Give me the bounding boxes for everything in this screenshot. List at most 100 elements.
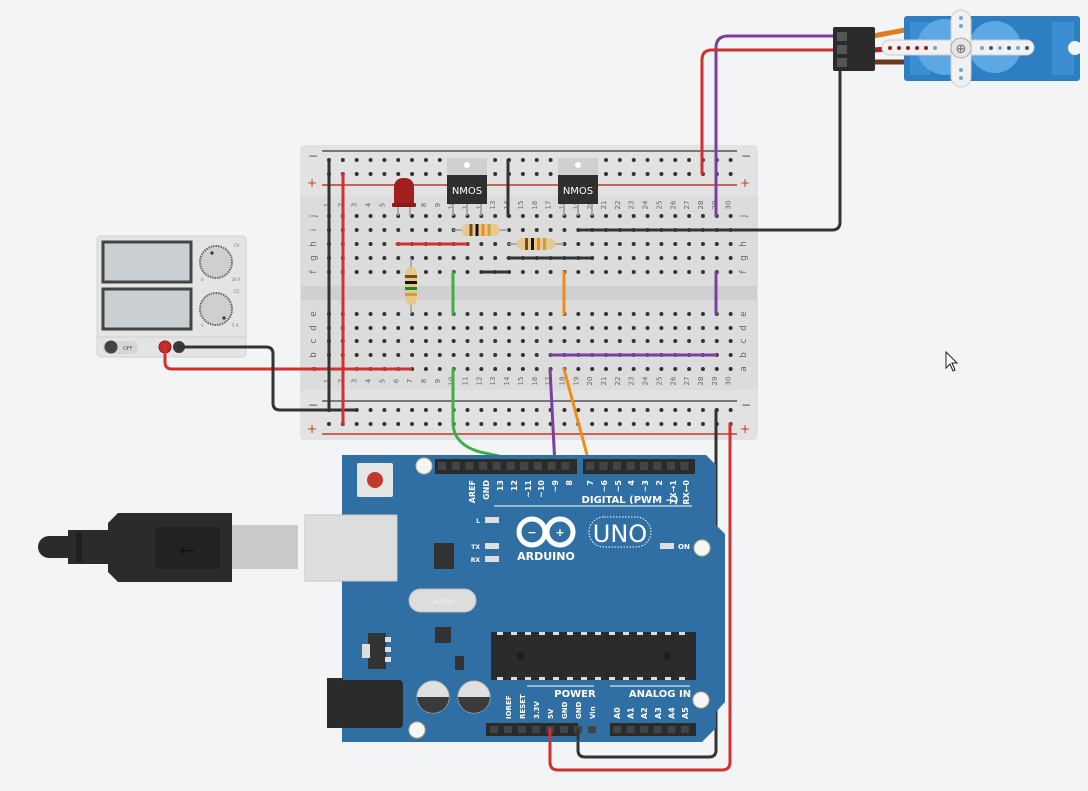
breadboard-hole[interactable] [465,270,470,274]
rail-hole[interactable] [368,172,373,176]
breadboard-hole[interactable] [534,367,539,371]
rail-hole[interactable] [645,408,650,412]
breadboard-hole[interactable] [507,326,512,330]
header-pin[interactable] [680,462,689,470]
rail-hole[interactable] [479,422,484,426]
rail-hole[interactable] [437,422,442,426]
breadboard-hole[interactable] [534,326,539,330]
breadboard-hole[interactable] [728,214,733,218]
rail-hole[interactable] [354,422,359,426]
rail-hole[interactable] [507,408,512,412]
rail-hole[interactable] [576,408,581,412]
header-pin[interactable] [681,726,689,733]
breadboard-hole[interactable] [687,256,692,260]
wire-arduino-gnd[interactable] [576,408,718,759]
breadboard-hole[interactable] [631,339,636,343]
rail-hole[interactable] [423,158,428,162]
breadboard-hole[interactable] [714,242,719,246]
breadboard-hole[interactable] [396,312,401,316]
rail-hole[interactable] [604,408,608,412]
header-pin[interactable] [465,462,474,470]
breadboard-hole[interactable] [645,312,650,316]
breadboard-hole[interactable] [548,228,553,232]
header-pin[interactable] [490,726,498,733]
breadboard-hole[interactable] [520,353,525,357]
breadboard-hole[interactable] [590,242,595,246]
current-knob[interactable] [199,292,233,326]
rail-hole[interactable] [382,408,387,412]
rail-hole[interactable] [437,408,442,412]
breadboard-hole[interactable] [617,326,622,330]
rail-hole[interactable] [673,422,678,426]
breadboard-hole[interactable] [451,256,456,260]
breadboard-hole[interactable] [700,339,705,343]
breadboard-hole[interactable] [659,312,664,316]
rail-hole[interactable] [534,408,539,412]
breadboard-hole[interactable] [368,270,373,274]
breadboard-hole[interactable] [645,242,650,246]
breadboard-hole[interactable] [354,228,359,232]
breadboard-hole[interactable] [410,214,415,218]
breadboard-hole[interactable] [493,312,498,316]
rail-hole[interactable] [437,158,442,162]
breadboard-hole[interactable] [465,353,470,357]
rail-hole[interactable] [520,408,525,412]
rail-hole[interactable] [479,408,484,412]
header-pin[interactable] [520,462,529,470]
header-pin[interactable] [532,726,540,733]
rail-hole[interactable] [423,408,428,412]
breadboard-hole[interactable] [410,339,415,343]
breadboard-hole[interactable] [437,214,442,218]
breadboard-hole[interactable] [687,242,692,246]
breadboard-hole[interactable] [617,256,622,260]
breadboard-hole[interactable] [465,367,470,371]
breadboard-hole[interactable] [604,214,608,218]
breadboard-hole[interactable] [479,242,484,246]
breadboard-hole[interactable] [479,256,484,260]
breadboard-hole[interactable] [548,312,553,316]
rail-hole[interactable] [659,408,664,412]
breadboard-hole[interactable] [423,256,428,260]
header-pin[interactable] [640,726,649,733]
breadboard-hole[interactable] [631,367,636,371]
breadboard-hole[interactable] [382,326,387,330]
breadboard-hole[interactable] [700,214,705,218]
rail-hole[interactable] [465,408,470,412]
breadboard-hole[interactable] [410,326,415,330]
breadboard-hole[interactable] [382,228,387,232]
rail-hole[interactable] [617,408,622,412]
breadboard-hole[interactable] [437,339,442,343]
breadboard-hole[interactable] [382,270,387,274]
breadboard-hole[interactable] [590,339,595,343]
breadboard-hole[interactable] [700,256,705,260]
rail-hole[interactable] [410,172,415,176]
breadboard-hole[interactable] [659,270,664,274]
breadboard-hole[interactable] [396,256,401,260]
wire-orange-to-pin7[interactable] [562,367,592,468]
rail-hole[interactable] [562,422,567,426]
breadboard-hole[interactable] [465,256,470,260]
breadboard-hole[interactable] [728,339,733,343]
breadboard-hole[interactable] [423,270,428,274]
breadboard-hole[interactable] [534,353,539,357]
breadboard-hole[interactable] [410,353,415,357]
header-pin[interactable] [506,462,515,470]
breadboard-hole[interactable] [396,326,401,330]
breadboard-hole[interactable] [617,312,622,316]
rail-hole[interactable] [382,158,387,162]
breadboard-hole[interactable] [479,326,484,330]
breadboard-hole[interactable] [368,326,373,330]
breadboard-hole[interactable] [479,312,484,316]
breadboard-hole[interactable] [700,242,705,246]
wire-psu-positive[interactable] [163,345,413,371]
header-pin[interactable] [504,726,512,733]
breadboard-hole[interactable] [659,367,664,371]
breadboard-hole[interactable] [423,214,428,218]
breadboard-hole[interactable] [645,270,650,274]
breadboard-hole[interactable] [673,367,678,371]
breadboard-hole[interactable] [493,367,498,371]
rail-hole[interactable] [327,422,331,426]
reset-button-cap[interactable] [367,472,383,488]
rail-hole[interactable] [410,408,415,412]
breadboard-hole[interactable] [520,326,525,330]
